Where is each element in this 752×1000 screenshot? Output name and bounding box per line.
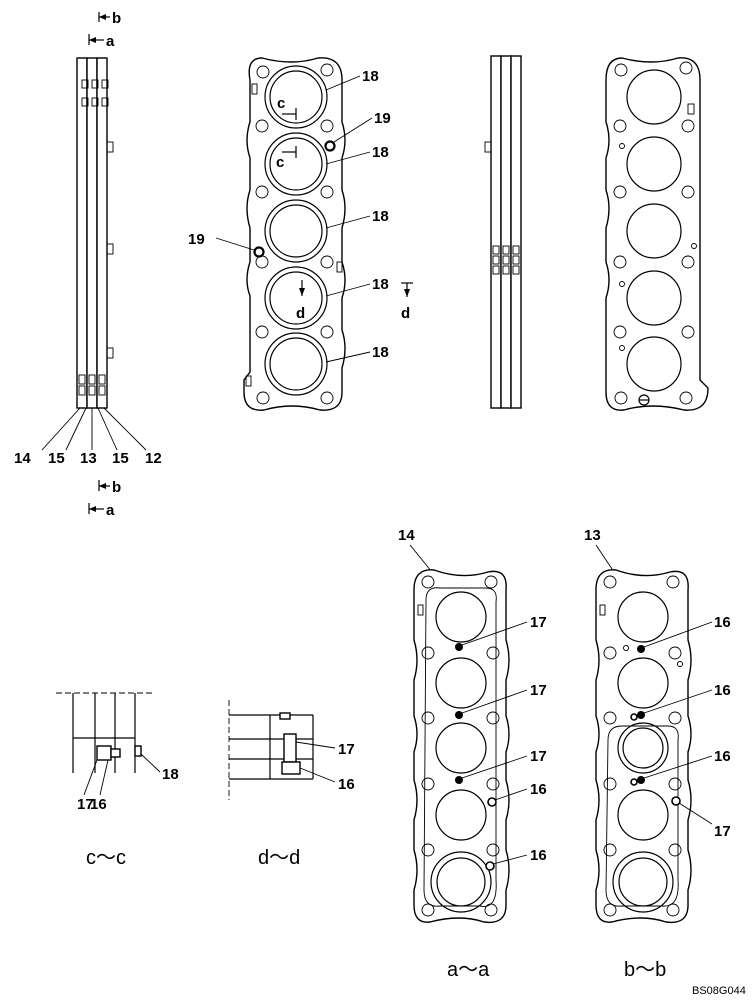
cc-pin-16: [96, 745, 112, 761]
bb-callout-17: 17: [714, 823, 731, 840]
section-letter-a-bottom: a: [106, 502, 115, 519]
cc-label-17: 17: [77, 796, 94, 813]
callout-18-b: 18: [372, 144, 389, 161]
callout-18-c: 18: [372, 208, 389, 225]
front-view: c c d d 18 19 18 18 18 18 19: [188, 57, 413, 411]
section-mark-d-outside: d: [401, 305, 410, 322]
view-bb: 13: [584, 527, 731, 981]
section-letter-a: a: [106, 33, 115, 50]
front-gasket-outline: [243, 57, 346, 411]
title-section-aa: a～a: [447, 959, 490, 981]
bb-gasket-outline: [595, 569, 692, 924]
aa-callout-17-b: 17: [530, 682, 547, 699]
aa-callout-16-a: 16: [530, 781, 547, 798]
front-bolt-holes: [255, 63, 334, 405]
dd-pin-17: [283, 733, 297, 763]
bb-callout-16-c: 16: [714, 748, 731, 765]
o-ring-19-right: [324, 140, 336, 152]
section-letter-b-bottom: b: [112, 479, 121, 496]
side-view-right: [484, 55, 522, 409]
label-15: 15: [48, 450, 65, 467]
front-rings: [264, 65, 328, 396]
drawing-code: BS08G044: [692, 985, 746, 997]
cc-ring-18: [134, 745, 142, 757]
aa-callout-17-a: 17: [530, 614, 547, 631]
label-15b: 15: [112, 450, 129, 467]
label-14: 14: [14, 450, 31, 467]
side-plate-3: [96, 57, 108, 409]
view-aa: 14: [398, 527, 547, 981]
section-arrow-a-bottom: a: [88, 502, 115, 519]
back-gasket-outline: [605, 57, 709, 411]
aa-gasket-outline: [413, 569, 510, 924]
section-arrow-a-top: a: [88, 33, 115, 50]
section-mark-c2: c: [276, 154, 284, 171]
callout-18-a: 18: [362, 68, 379, 85]
side-plate-2: [86, 57, 98, 409]
aa-callout-17-c: 17: [530, 748, 547, 765]
callout-19-b: 19: [188, 231, 205, 248]
label-12: 12: [145, 450, 162, 467]
bb-callout-16-b: 16: [714, 682, 731, 699]
cc-washer: [110, 748, 121, 758]
dd-label-16: 16: [338, 776, 355, 793]
label-13: 13: [80, 450, 97, 467]
detail-dd: 17 16 d～d: [228, 700, 355, 869]
side-plate-1: [76, 57, 88, 409]
bb-callout-16-a: 16: [714, 614, 731, 631]
section-mark-d: d: [296, 305, 305, 322]
dd-plug-16: [281, 761, 301, 775]
dd-top-notch: [279, 712, 291, 720]
title-section-dd: d～d: [258, 847, 300, 869]
callout-18-d: 18: [372, 276, 389, 293]
callout-19-a: 19: [374, 110, 391, 127]
title-section-bb: b～b: [624, 959, 666, 981]
cc-label-18: 18: [162, 766, 179, 783]
section-letter-b: b: [112, 10, 121, 27]
section-mark-c1: c: [277, 95, 285, 112]
section-arrow-b-top: b: [98, 10, 121, 27]
side2-plate-1: [490, 55, 502, 409]
back-view: [605, 57, 709, 411]
side-view: b a 14 15 13: [14, 10, 162, 519]
detail-cc: 17 16 18 c～c: [56, 692, 179, 869]
section-arrow-b-bottom: b: [98, 479, 121, 496]
back-bores: [626, 69, 682, 392]
cc-label-16: 16: [90, 796, 107, 813]
aa-callout-16-b: 16: [530, 847, 547, 864]
callout-18-e: 18: [372, 344, 389, 361]
bb-plate-label-13: 13: [584, 527, 601, 544]
title-section-cc: c～c: [86, 847, 126, 869]
dd-label-17: 17: [338, 741, 355, 758]
side2-plate-2: [500, 55, 512, 409]
o-ring-19-left: [253, 246, 265, 258]
aa-plate-label-14: 14: [398, 527, 415, 544]
side2-plate-3: [510, 55, 522, 409]
